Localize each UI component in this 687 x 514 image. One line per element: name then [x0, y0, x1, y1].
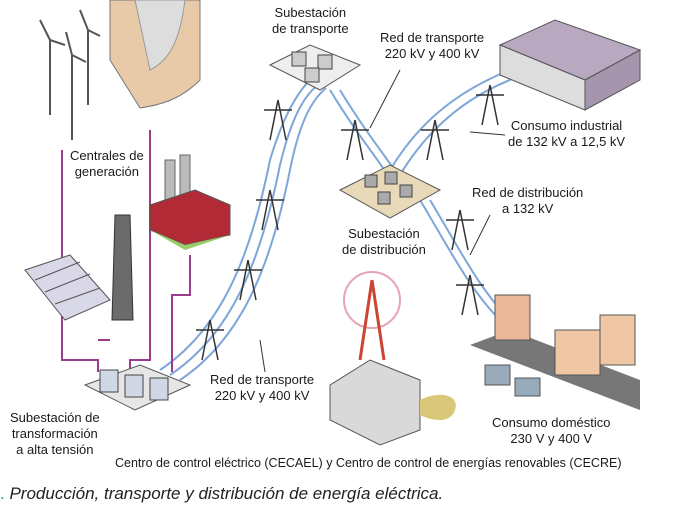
- label-line: a 132 kV: [501, 201, 554, 216]
- solar-panels-icon: [24, 254, 111, 321]
- pylon-icon: [341, 119, 369, 161]
- pylons: [196, 84, 504, 361]
- label-hv-substation: Subestación de transformación a alta ten…: [10, 410, 100, 458]
- label-line: generación: [74, 164, 140, 179]
- pylon-icon: [456, 274, 484, 316]
- label-line: Subestación de: [10, 410, 100, 425]
- label-line: Subestación: [274, 5, 347, 20]
- pylon-icon: [476, 84, 504, 126]
- label-line: 220 kV y 400 kV: [214, 388, 310, 403]
- label-line: 230 V y 400 V: [510, 431, 593, 446]
- residential-buildings-icon: [470, 294, 640, 410]
- pylon-icon: [264, 99, 292, 141]
- label-transport-network-bottom: Red de transporte 220 kV y 400 kV: [210, 372, 314, 404]
- industrial-building-icon: [498, 19, 642, 111]
- distribution-line-1: [419, 199, 501, 321]
- label-line: a alta tensión: [16, 442, 94, 457]
- power-lines: [159, 69, 516, 381]
- label-control-center: Centro de control eléctrico (CECAEL) y C…: [115, 456, 622, 470]
- label-distribution-substation: Subestación de distribución: [342, 226, 426, 258]
- label-line: de distribución: [342, 242, 426, 257]
- pylon-icon: [446, 209, 474, 251]
- label-line: Red de distribución: [472, 185, 584, 200]
- pylon-icon: [196, 319, 224, 361]
- control-center-icon: [329, 271, 456, 446]
- label-domestic: Consumo doméstico 230 V y 400 V: [492, 415, 611, 447]
- connectors: [61, 130, 191, 372]
- label-line: Consumo doméstico: [492, 415, 611, 430]
- wind-turbines-icon: [39, 9, 101, 140]
- label-industrial: Consumo industrial de 132 kV a 12,5 kV: [508, 118, 625, 150]
- hv-substation-icon: [83, 364, 192, 411]
- label-line: Red de transporte: [210, 372, 315, 387]
- label-line: de transporte: [272, 21, 349, 36]
- label-line: Centrales de: [70, 148, 144, 163]
- label-line: 220 kV y 400 kV: [384, 46, 480, 61]
- figure-caption: . Producción, transporte y distribución …: [0, 484, 443, 504]
- pylon-icon: [421, 119, 449, 161]
- label-distribution-network: Red de distribución a 132 kV: [472, 185, 583, 217]
- transport-line-3: [179, 87, 327, 381]
- industrial-line-1: [389, 69, 511, 171]
- label-line: Consumo industrial: [510, 118, 623, 133]
- transport-line-1: [159, 79, 311, 371]
- solar-tower-icon: [111, 214, 134, 321]
- label-line: Red de transporte: [380, 30, 485, 45]
- label-line: de 132 kV a 12,5 kV: [508, 134, 626, 149]
- label-line: transformación: [11, 426, 98, 441]
- label-line: Subestación: [348, 226, 420, 241]
- label-generation: Centrales de generación: [70, 148, 144, 180]
- sub-link-1: [329, 89, 391, 181]
- distribution-substation-icon: [338, 164, 442, 219]
- transport-substation-icon: [268, 44, 362, 91]
- caption-text: Producción, transporte y distribución de…: [9, 484, 444, 503]
- label-transport-substation: Subestación de transporte: [272, 5, 349, 37]
- label-transport-network-top: Red de transporte 220 kV y 400 kV: [380, 30, 484, 62]
- caption-bullet: .: [0, 484, 5, 503]
- pylon-icon: [256, 189, 284, 231]
- pylon-icon: [234, 259, 262, 301]
- thermal-plant-icon: [149, 154, 231, 250]
